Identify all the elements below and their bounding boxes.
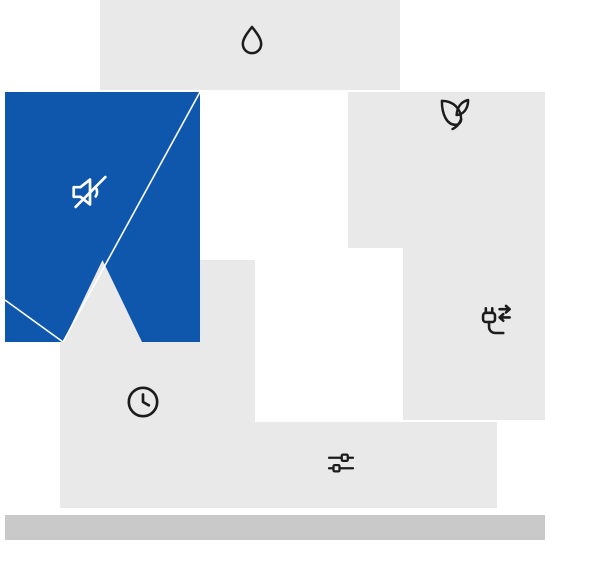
tile-plug[interactable] <box>403 248 545 420</box>
plug-swap-icon <box>473 300 517 344</box>
bottom-bar[interactable] <box>5 515 545 540</box>
banner-ribbon-shape <box>5 92 200 342</box>
speaker-mute-icon <box>67 169 113 215</box>
leaf-icon <box>434 93 476 135</box>
clock-icon <box>123 382 163 422</box>
tile-eco[interactable] <box>348 92 545 248</box>
tile-mute-selected-banner[interactable] <box>5 92 200 342</box>
sliders-icon <box>323 445 359 481</box>
water-drop-icon <box>232 22 272 62</box>
tile-water[interactable] <box>100 0 400 90</box>
